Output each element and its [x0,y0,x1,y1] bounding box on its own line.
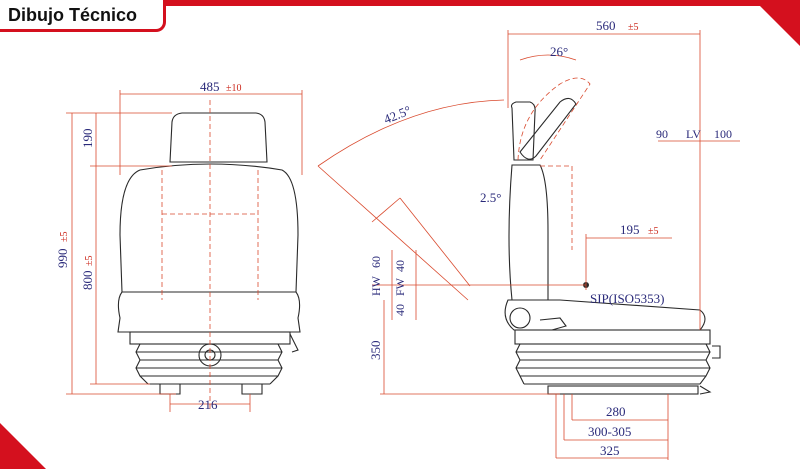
fw-label: FW [393,277,407,296]
dim-280-label: 280 [606,404,626,419]
front-dimensions [66,90,303,412]
arc-26 [519,54,577,61]
side-dimensions [372,30,740,460]
page-title: Dibujo Técnico [8,5,138,25]
side-view [317,77,721,395]
side-lever-knob [712,345,721,359]
dim-560-tolerance: ±5 [628,22,639,33]
dim-485-label: 485 [200,79,220,94]
dim-190-label: 190 [80,129,95,149]
front-backrest [119,163,299,293]
recline-arc [317,99,505,167]
hw-value-label: 60 [369,256,383,268]
front-base-feet [159,384,263,395]
sip-label: SIP(ISO5353) [590,291,664,306]
lv-left-label: 90 [656,127,668,141]
lv-label: LV [686,127,701,141]
dim-560-label: 560 [596,18,616,33]
angle-26-label: 26° [550,44,568,59]
side-backrest [508,164,549,301]
front-seat-cushion [117,291,301,333]
fw-lower-label: 40 [393,304,407,316]
dim-325-label: 325 [600,443,620,458]
dim-195-label: 195 [620,222,640,237]
header-bar [0,0,800,6]
dim-990-label: 990 [55,249,70,269]
side-armrest [519,97,577,160]
dim-990-tolerance: ±5 [59,232,70,243]
front-lever [289,333,299,353]
side-bellows [515,343,711,385]
recline-line-1 [317,165,469,301]
side-pivot [509,307,531,329]
lv-right-label: 100 [714,127,732,141]
dim-485-tolerance: ±10 [226,83,242,94]
front-adjust-knob [198,343,222,367]
dim-300-305-label: 300-305 [588,424,631,439]
side-base-rail [547,385,699,395]
title-tab: Dibujo Técnico [0,0,166,32]
hw-label: HW [369,275,383,296]
front-view [117,100,301,410]
dim-800-label: 800 [80,271,95,291]
fw-upper-label: 40 [393,260,407,272]
dim-800-tolerance: ±5 [84,256,95,267]
side-seat-pan [514,329,711,345]
dim-195-tolerance: ±5 [648,226,659,237]
side-headrest [510,101,536,161]
side-handle [539,317,567,331]
front-headrest [169,112,268,163]
angle-2-5-label: 2.5° [480,190,501,205]
angle-42-5-label: 42.5° [382,102,414,126]
side-armrest-raised [517,77,591,161]
side-lever [699,385,712,395]
corner-accent-left [0,423,46,469]
dim-350-label: 350 [368,341,383,361]
dim-216-label: 216 [198,397,218,412]
corner-accent-right [754,0,800,46]
